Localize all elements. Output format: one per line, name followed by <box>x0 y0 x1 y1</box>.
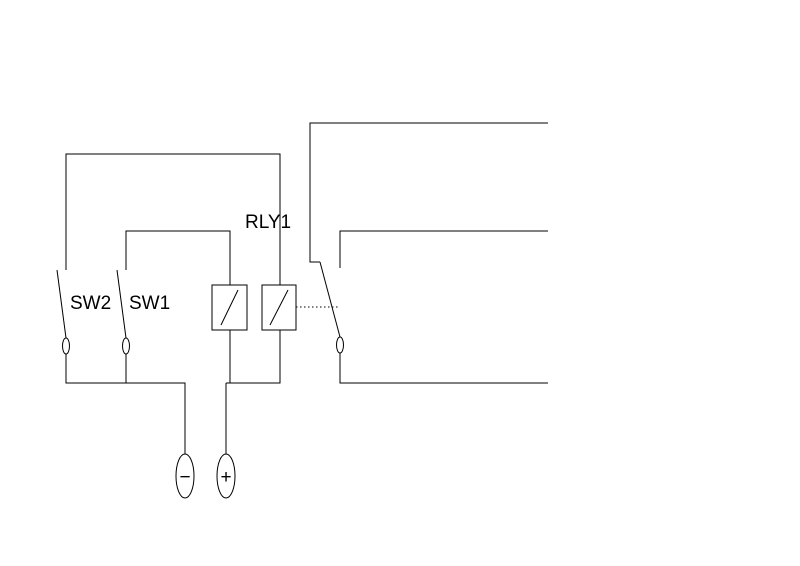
switch-sw1 <box>116 269 130 355</box>
relay-coil-right <box>261 284 297 331</box>
negative-terminal-symbol: − <box>179 467 190 488</box>
switch-sw2 <box>56 269 70 355</box>
relay-contact <box>309 122 548 384</box>
wire-top-loop <box>65 153 281 285</box>
positive-terminal-symbol: + <box>220 467 231 488</box>
wire-sw1-coil <box>125 230 231 285</box>
wire-coils-to-positive <box>229 330 281 384</box>
switch-sw1-label: SW1 <box>129 293 170 314</box>
negative-terminal: − <box>175 453 195 499</box>
positive-terminal: + <box>216 453 236 499</box>
relay-coil-left <box>211 284 248 331</box>
switch-sw2-label: SW2 <box>70 293 111 314</box>
relay-label: RLY1 <box>245 212 291 233</box>
